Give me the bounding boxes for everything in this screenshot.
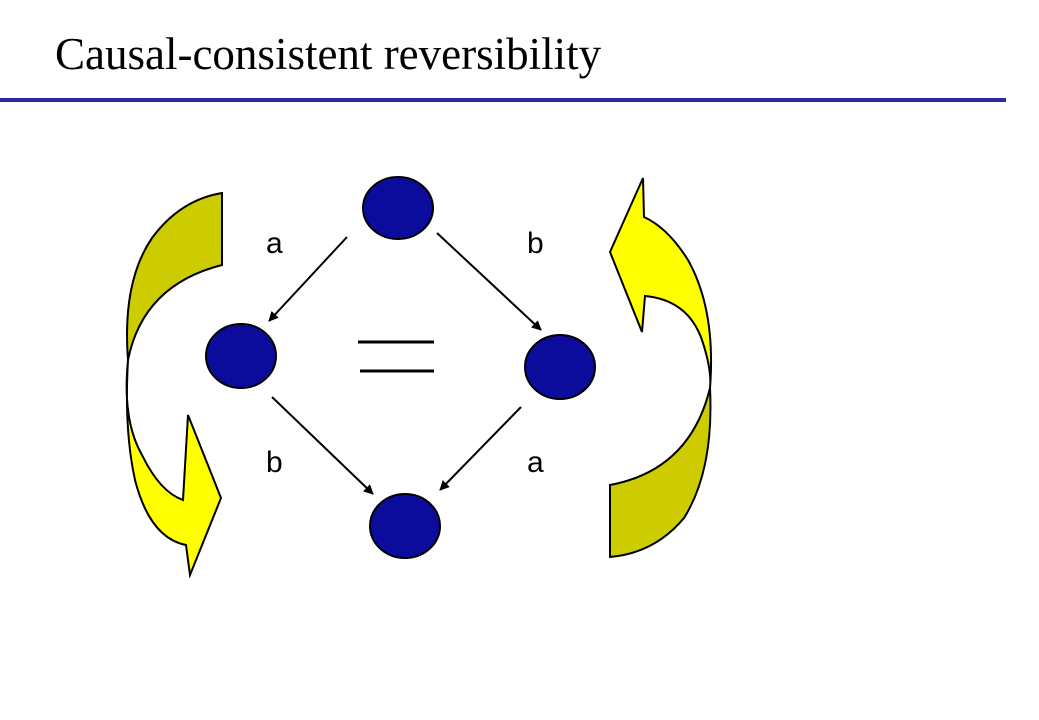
node-right (524, 334, 596, 400)
edge-label-bottom-left: b (266, 446, 283, 479)
edge-top-right (436, 232, 542, 331)
edge-bottom-left (271, 396, 374, 495)
edge-label-top-right: b (527, 227, 544, 260)
edge-label-top-left: a (266, 227, 283, 260)
slide-title: Causal-consistent reversibility (55, 29, 602, 79)
right-curved-arrow-icon (608, 177, 713, 559)
node-top (362, 176, 434, 240)
title-rule (0, 98, 1006, 102)
left-curved-arrow-head (125, 359, 223, 579)
left-curved-arrow-body (126, 191, 223, 361)
right-curved-arrow-body (609, 387, 712, 559)
left-curved-arrow-icon (125, 191, 223, 579)
edge-bottom-right (439, 406, 522, 491)
right-curved-arrow-head (608, 177, 713, 389)
edge-label-bottom-right: a (527, 446, 544, 479)
node-bottom (369, 493, 441, 559)
node-left (205, 323, 277, 389)
edge-top-left (268, 236, 348, 322)
